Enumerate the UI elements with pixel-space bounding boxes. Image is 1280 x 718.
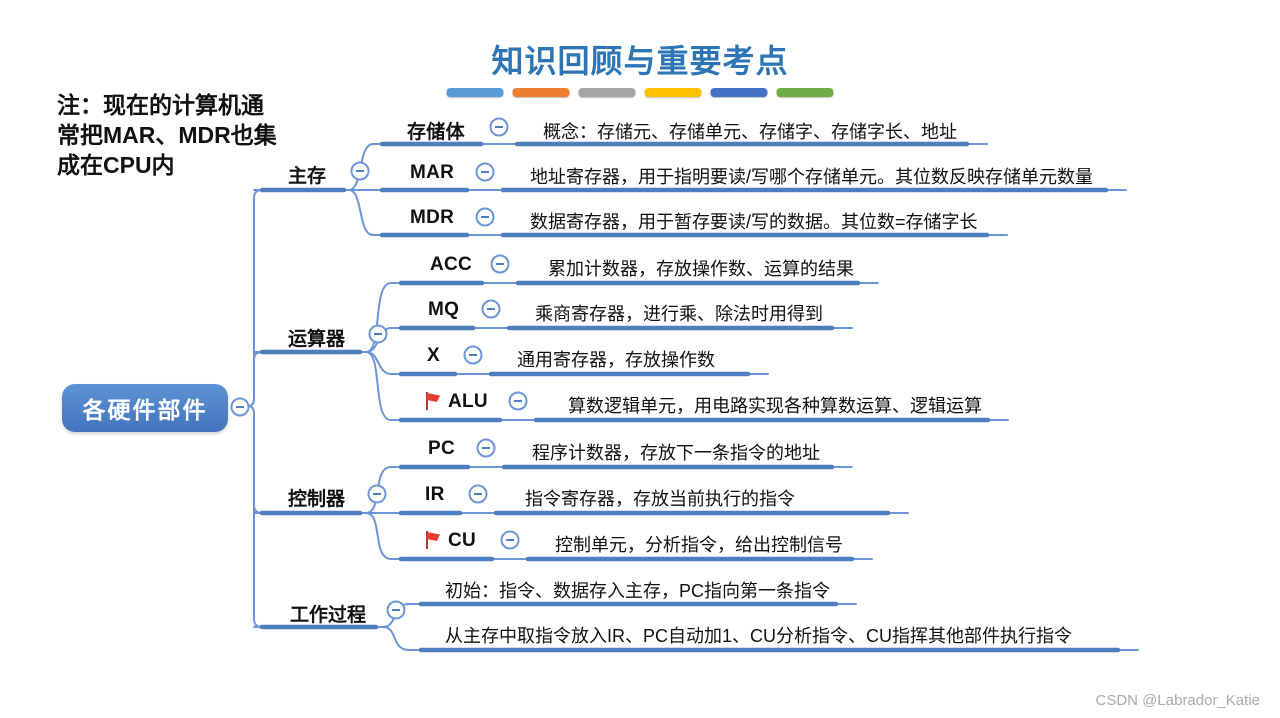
node-mq: MQ bbox=[428, 299, 460, 320]
collapse-icon-working-process[interactable] bbox=[386, 600, 406, 620]
desc-storage-body: 概念：存储元、存储单元、存储字、存储字长、地址 bbox=[543, 122, 957, 142]
node-acc: ACC bbox=[430, 254, 473, 275]
desc-x-register: 通用寄存器，存放操作数 bbox=[517, 350, 715, 370]
node-mar: MAR bbox=[410, 162, 455, 183]
accent-bar-green bbox=[776, 88, 834, 97]
collapse-icon-acc[interactable] bbox=[490, 254, 510, 274]
node-init-step: 初始：指令、数据存入主存，PC指向第一条指令 bbox=[445, 581, 831, 601]
collapse-icon-cu[interactable] bbox=[500, 530, 520, 550]
collapse-icon-mdr[interactable] bbox=[475, 207, 495, 227]
watermark: CSDN @Labrador_Katie bbox=[1095, 692, 1260, 709]
node-fetch-execute-step: 从主存中取指令放入IR、PC自动加1、CU分析指令、CU指挥其他部件执行指令 bbox=[445, 626, 1073, 646]
node-mdr: MDR bbox=[410, 207, 455, 228]
node-x-register: X bbox=[427, 345, 440, 366]
collapse-buttons bbox=[230, 117, 528, 620]
collapse-icon-alu[interactable] bbox=[508, 391, 528, 411]
flag-icon bbox=[424, 530, 442, 550]
node-storage-body: 存储体 bbox=[407, 122, 465, 143]
node-alu: ALU bbox=[448, 391, 488, 412]
accent-bar-blue bbox=[446, 88, 504, 97]
desc-acc: 累加计数器，存放操作数、运算的结果 bbox=[548, 259, 854, 279]
node-pc: PC bbox=[428, 438, 455, 459]
branch-controller: 控制器 bbox=[288, 489, 346, 510]
collapse-icon-x-register[interactable] bbox=[463, 345, 483, 365]
desc-cu: 控制单元，分析指令，给出控制信号 bbox=[555, 535, 843, 555]
node-cu: CU bbox=[448, 530, 477, 551]
branch-working-process: 工作过程 bbox=[290, 605, 367, 626]
note-line: 注：现在的计算机通 bbox=[57, 92, 264, 118]
accent-bar-orange bbox=[512, 88, 570, 97]
flag-icon bbox=[424, 391, 442, 411]
collapse-icon-storage-body[interactable] bbox=[489, 117, 509, 137]
desc-mdr: 数据寄存器，用于暂存要读/写的数据。其位数=存储字长 bbox=[530, 212, 978, 232]
branch-arithmetic-unit: 运算器 bbox=[288, 329, 346, 350]
accent-bar-gold bbox=[644, 88, 702, 97]
collapse-icon-mar[interactable] bbox=[475, 162, 495, 182]
page-title: 知识回顾与重要考点 bbox=[491, 43, 789, 79]
accent-bar-navy bbox=[710, 88, 768, 97]
root-node: 各硬件部件 bbox=[62, 384, 228, 432]
accent-bar-gray bbox=[578, 88, 636, 97]
desc-alu: 算数逻辑单元，用电路实现各种算数运算、逻辑运算 bbox=[568, 396, 982, 416]
node-underlines bbox=[259, 141, 1121, 653]
collapse-icon-main-memory[interactable] bbox=[350, 161, 370, 181]
collapse-icon-arithmetic-unit[interactable] bbox=[368, 324, 388, 344]
collapse-icon-root[interactable] bbox=[230, 397, 250, 417]
desc-pc: 程序计数器，存放下一条指令的地址 bbox=[532, 443, 820, 463]
desc-mq: 乘商寄存器，进行乘、除法时用得到 bbox=[535, 304, 823, 324]
collapse-icon-controller[interactable] bbox=[367, 484, 387, 504]
note-line: 常把MAR、MDR也集 bbox=[57, 122, 277, 148]
collapse-icon-mq[interactable] bbox=[481, 299, 501, 319]
note-text: 注：现在的计算机通 常把MAR、MDR也集 成在CPU内 bbox=[57, 90, 277, 180]
title-accent-bars bbox=[446, 88, 834, 97]
desc-mar: 地址寄存器，用于指明要读/写哪个存储单元。其位数反映存储单元数量 bbox=[530, 167, 1093, 187]
note-line: 成在CPU内 bbox=[57, 152, 175, 178]
node-ir: IR bbox=[425, 484, 445, 505]
collapse-icon-ir[interactable] bbox=[468, 484, 488, 504]
desc-ir: 指令寄存器，存放当前执行的指令 bbox=[525, 489, 795, 509]
collapse-icon-pc[interactable] bbox=[476, 438, 496, 458]
branch-main-memory: 主存 bbox=[288, 166, 327, 187]
